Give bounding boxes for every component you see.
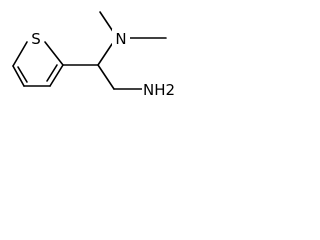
bond-c5-c4 xyxy=(12,65,25,87)
dimethylamino-nitrogen-label: N xyxy=(115,30,126,48)
bond-s-c5 xyxy=(12,41,28,67)
bond-n-methyl-1 xyxy=(99,11,115,34)
bond-c2-s xyxy=(44,41,64,66)
bond-c3-c2-double xyxy=(46,64,58,82)
bond-c5-c4-double xyxy=(17,66,28,83)
amine-group-label: NH2 xyxy=(143,81,175,99)
thiophene-ring xyxy=(12,41,64,87)
chemical-structure-diagram: S N NH2 xyxy=(0,0,188,118)
amine-label-mask xyxy=(142,80,182,100)
canvas-background xyxy=(0,0,188,118)
bond-ch-ch2 xyxy=(97,64,115,90)
nitrogen-label-mask xyxy=(112,29,130,48)
sulfur-atom-label: S xyxy=(31,30,41,48)
sulfur-label-mask xyxy=(28,29,44,48)
bond-c3-c2 xyxy=(49,64,64,87)
bond-ch-n xyxy=(97,43,113,66)
